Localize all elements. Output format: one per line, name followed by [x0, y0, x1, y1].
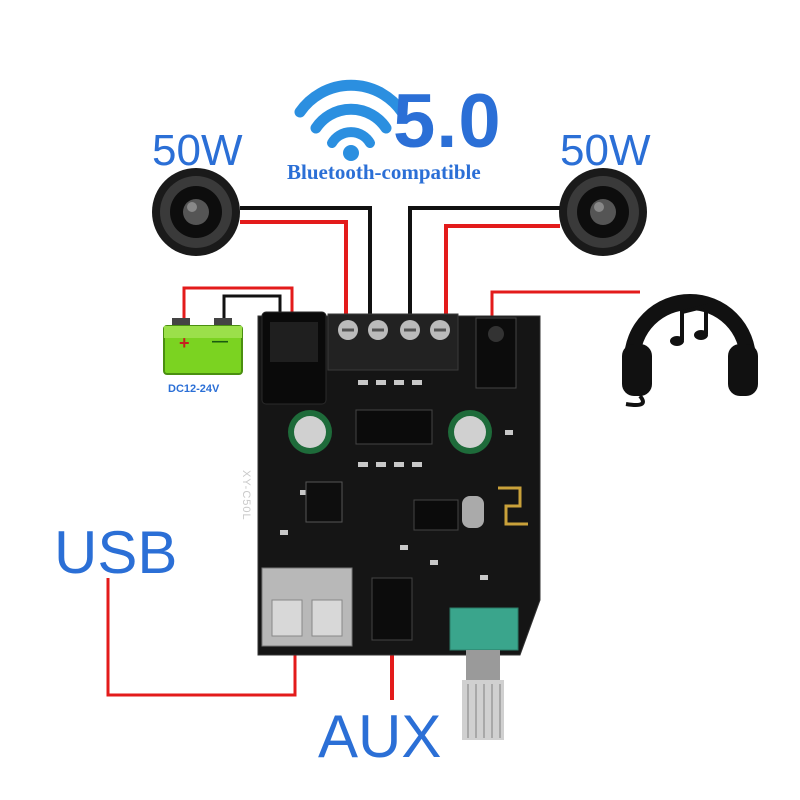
- crystal: [462, 496, 484, 528]
- battery-voltage-label: DC12-24V: [168, 383, 220, 395]
- amplifier-board: [257, 311, 541, 740]
- usb-wire: [106, 578, 297, 697]
- bluetooth-version: 5.0: [393, 79, 502, 164]
- headphones-icon: [622, 294, 758, 407]
- left-speaker-power: 50W: [152, 126, 243, 175]
- battery-wires: [182, 286, 294, 326]
- bt-antenna: [498, 486, 528, 526]
- headphone-wire: [490, 290, 640, 318]
- aux-jack: [371, 577, 413, 641]
- usb-label: USB: [54, 519, 178, 586]
- wireless-icon: [294, 79, 408, 161]
- amp-chip: [355, 409, 433, 445]
- battery-minus: —: [212, 333, 228, 350]
- battery-icon: [163, 318, 243, 375]
- potentiometer: [449, 607, 519, 651]
- board-model-label: XY-C50L: [240, 470, 252, 521]
- battery-plus: +: [179, 333, 190, 353]
- aux-label: AUX: [318, 703, 442, 770]
- bluetooth-caption: Bluetooth-compatible: [287, 160, 481, 184]
- speaker-right-icon: [559, 168, 647, 256]
- speaker-left-icon: [152, 168, 240, 256]
- speaker-wires: [240, 206, 560, 322]
- right-speaker-power: 50W: [560, 126, 651, 175]
- bt-chip: [413, 499, 459, 531]
